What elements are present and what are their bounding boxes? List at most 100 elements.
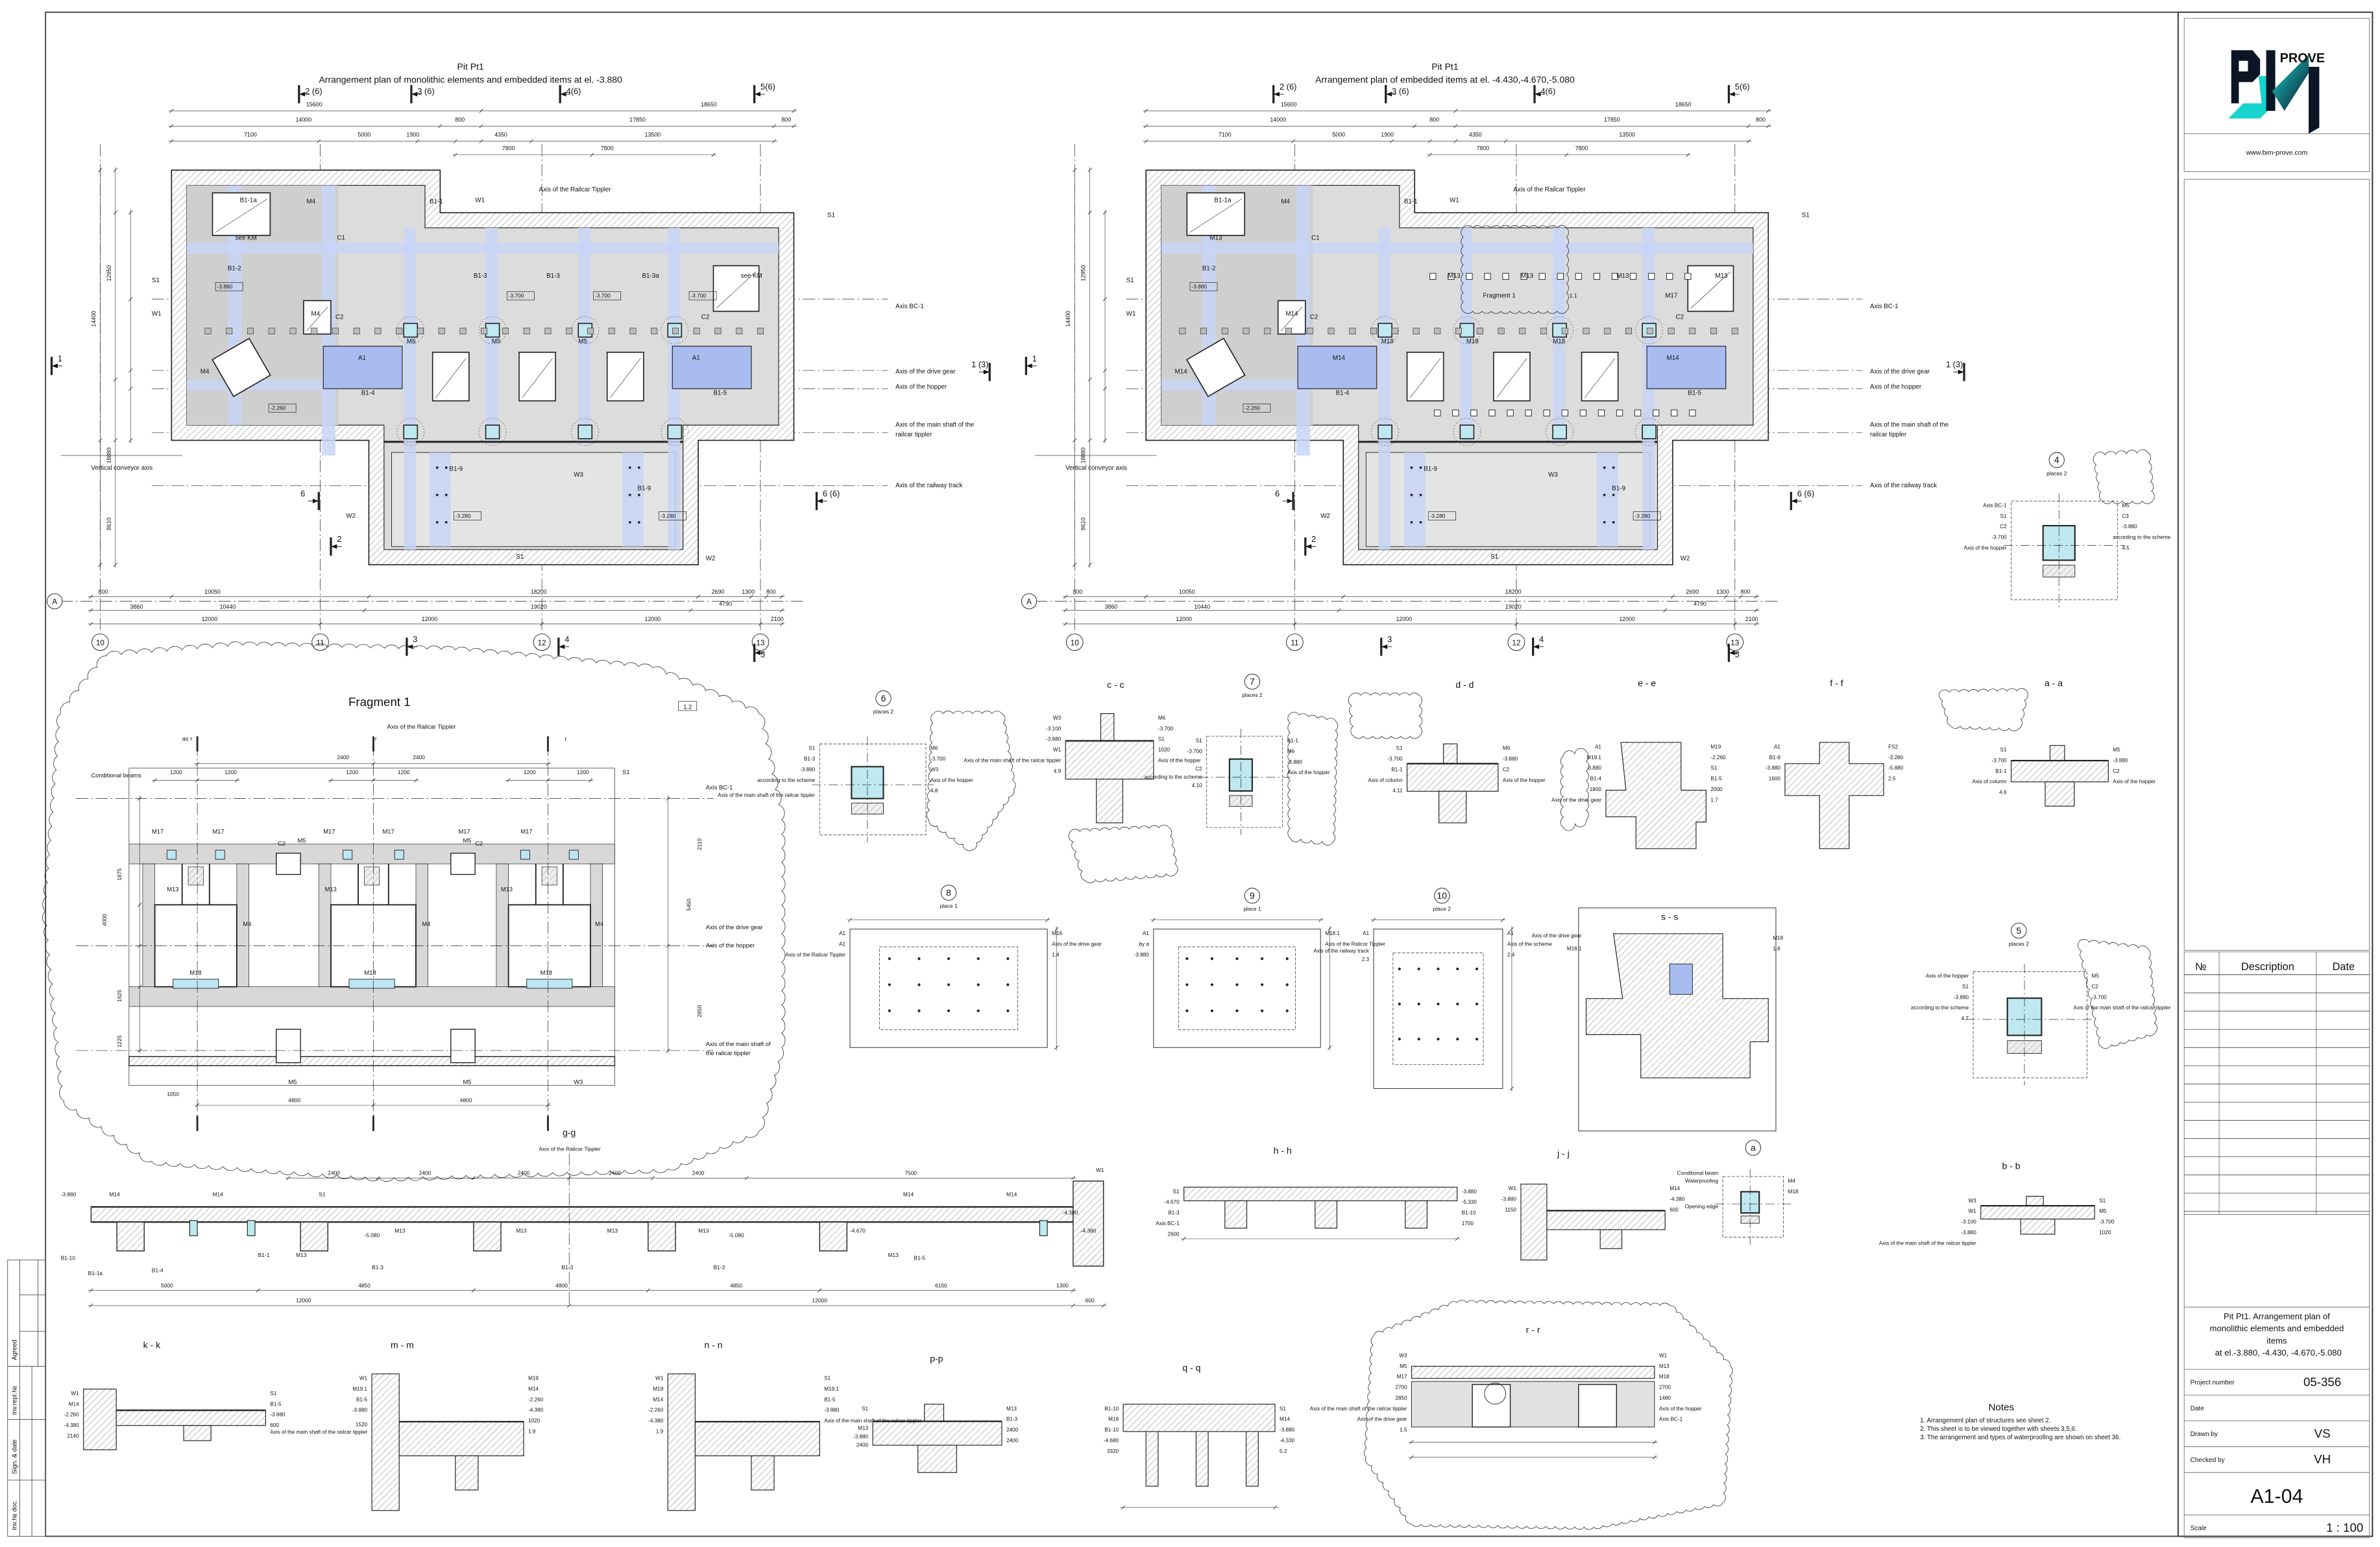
dimension-tick <box>1413 124 1417 128</box>
embedded-plate <box>1434 328 1441 335</box>
line <box>1690 271 1730 309</box>
section-label: M5 <box>2092 973 2100 979</box>
plan-label: Axis of the hopper <box>895 384 947 391</box>
fragment-label: M13 <box>167 886 178 892</box>
anchor-bolt <box>1285 1009 1289 1012</box>
column <box>1642 424 1657 440</box>
section-label: 1.5 <box>1400 1427 1407 1433</box>
dimension-value: 800 <box>99 589 108 595</box>
embedded-plate <box>1519 328 1526 335</box>
section-label: W1 <box>1053 747 1062 753</box>
column-callout <box>1371 418 1399 446</box>
dimension-tick <box>1182 1236 1186 1241</box>
dimension-value: 12000 <box>645 616 661 622</box>
dimension-tick <box>1063 622 1068 626</box>
fragment-label: 1200 <box>225 769 237 775</box>
plan-label: Vertical conveyor axis <box>1065 465 1127 472</box>
plan-label: -3.280 <box>1634 513 1650 519</box>
dimension-tick <box>1054 1045 1059 1050</box>
section-label: M18 <box>1788 1189 1799 1195</box>
section-label: B1-5 <box>914 1255 925 1261</box>
dimension-tick <box>195 761 200 766</box>
stamp-agreed: Agreed <box>12 1339 19 1360</box>
anchor-bolt <box>947 1009 951 1012</box>
scale-value: 1 : 100 <box>2326 1520 2363 1534</box>
section-label: B1-3 <box>1006 1417 1018 1422</box>
dimension-tick <box>1144 139 1148 143</box>
section-label: M19.1 <box>1586 755 1601 761</box>
elevation-box <box>593 291 622 300</box>
embedded-plate-m13 <box>1466 273 1473 280</box>
section-label: Axis of the drive gear <box>1357 1417 1407 1422</box>
anchor-bolt <box>1410 466 1413 469</box>
dimension-tick <box>779 608 784 613</box>
column <box>403 424 419 440</box>
dimension-tick <box>89 1288 93 1293</box>
bim-prove-logo: PROVE <box>2228 50 2325 134</box>
embedded-plate-m13 <box>1579 409 1587 417</box>
section-label: -3.880 <box>1134 952 1150 958</box>
section-label: S1 <box>1173 1189 1180 1195</box>
dimension-tick <box>195 1103 200 1108</box>
section-label: 2400 <box>856 1442 869 1448</box>
grid-axis-label: 12 <box>1512 639 1520 647</box>
section-label: 1.8 <box>1773 946 1780 952</box>
website-link[interactable]: www.bim-prove.com <box>2246 149 2308 157</box>
plan-label: Axis of the Railcar Tippler <box>539 186 611 193</box>
plan-label: Axis of the hopper <box>1870 384 1922 391</box>
plan-label: B1-2 <box>1202 265 1216 273</box>
beam-section <box>300 1221 328 1252</box>
section-label: M14 <box>1280 1417 1290 1422</box>
section-label: according to the scheme <box>1911 1005 1969 1011</box>
fragment-outline <box>128 768 615 1086</box>
section-label: A1 <box>839 942 845 947</box>
anchor-bolt <box>917 983 921 986</box>
dimension-tick <box>195 778 200 783</box>
dimension-tick <box>1071 1303 1075 1308</box>
section-label: 2850 <box>1395 1395 1407 1401</box>
wall-w1 <box>1073 1180 1104 1267</box>
sheet-title: monolithic elements and embedded <box>2210 1324 2344 1334</box>
section-label: M14 <box>653 1396 663 1402</box>
fragment-label: W3 <box>574 1078 583 1085</box>
dimension-tick <box>1087 210 1092 215</box>
anchor-bolt <box>977 957 980 960</box>
section-label: S1 <box>862 1406 868 1411</box>
section-label: Axis of column <box>1972 779 2007 785</box>
note-item: 1. Arrangement plan of structures see sh… <box>1920 1417 2050 1424</box>
dimension-tick <box>696 594 701 599</box>
sheet-title: at el.-3.880, -4.430, -4.670,-5.080 <box>2215 1348 2342 1358</box>
section-label: -3.280 <box>1888 755 1904 761</box>
section-label: S1 <box>1280 1406 1286 1411</box>
grid-axis-label: A <box>1026 598 1032 606</box>
section-label: -3.880 <box>800 766 816 772</box>
anchor-bolt <box>628 520 631 524</box>
embedded-plate-m13 <box>1689 409 1696 417</box>
plan-label: W1 <box>1126 311 1136 318</box>
anchor-bolt <box>1456 1003 1459 1006</box>
plan-label: 1.1 <box>1570 293 1577 299</box>
plan-label: B1-4 <box>361 389 375 396</box>
fragment-label: M17 <box>323 828 335 834</box>
dimension-tick <box>169 108 174 113</box>
stub-section <box>1443 743 1458 764</box>
section-label: M5 <box>2099 1208 2107 1214</box>
dimension-value: 7800 <box>502 145 515 152</box>
dimension-tick <box>1073 438 1077 443</box>
revision-cloud <box>2093 449 2155 504</box>
line <box>610 358 641 398</box>
section-subtitle: places 2 <box>1242 692 1263 698</box>
anchor-bolt <box>1612 466 1615 469</box>
dimension-tick <box>1102 210 1108 215</box>
beam-section <box>917 1444 957 1473</box>
column <box>667 424 683 440</box>
dimension-value: 800 <box>1429 116 1439 123</box>
embedded-plate <box>1306 328 1313 335</box>
plan-label: see KM <box>741 273 762 280</box>
dimension-value: 4790 <box>1694 601 1706 607</box>
dimension-tick <box>1652 1440 1657 1444</box>
dimension-tick <box>792 124 796 128</box>
section-label: M19 <box>528 1376 539 1382</box>
anchor-bolt <box>628 493 631 496</box>
section-label: 1020 <box>528 1418 540 1424</box>
